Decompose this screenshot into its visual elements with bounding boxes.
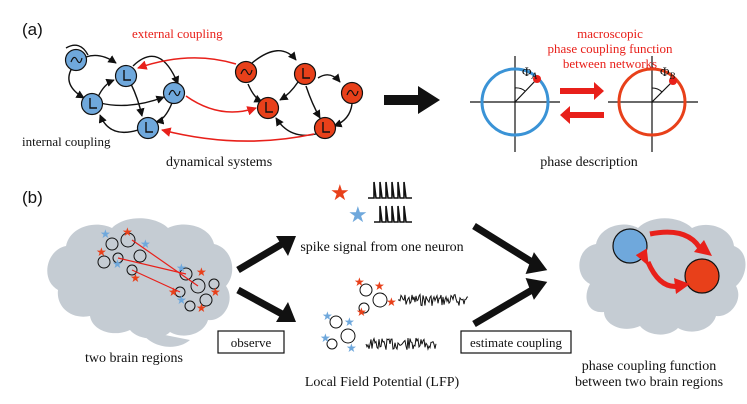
neuron-stars-left: ★★ ★★ ★★ ★★ ★★ ★★ xyxy=(96,225,221,315)
phase-circle-a: ΦA xyxy=(470,56,560,152)
svg-text:★: ★ xyxy=(344,315,355,329)
internal-coupling-label: internal coupling xyxy=(22,134,111,149)
external-coupling-label: external coupling xyxy=(132,26,223,41)
spike-signal-label: spike signal from one neuron xyxy=(300,240,463,255)
observe-box xyxy=(217,330,285,354)
phi-b-symbol: ΦB xyxy=(660,64,676,81)
phase-circle-b: ΦB xyxy=(608,56,698,152)
svg-text:★: ★ xyxy=(320,331,331,345)
external-coupling-arrows xyxy=(137,57,315,142)
result-line1: phase coupling function xyxy=(582,359,717,374)
result-line2: between two brain regions xyxy=(575,375,723,390)
two-brain-regions-label: two brain regions xyxy=(85,351,183,366)
svg-text:★: ★ xyxy=(176,293,187,307)
inter-region-links xyxy=(117,239,199,293)
phase-description-label: phase description xyxy=(540,155,638,170)
reduction-arrow xyxy=(384,86,440,114)
svg-text:★: ★ xyxy=(354,275,365,289)
spike-trains xyxy=(368,181,412,223)
svg-text:★: ★ xyxy=(140,237,151,251)
estimate-coupling-label: estimate coupling xyxy=(470,335,563,350)
lfp-neuron-clusters xyxy=(326,283,388,350)
svg-text:★: ★ xyxy=(356,305,367,319)
lfp-label: Local Field Potential (LFP) xyxy=(305,375,460,390)
svg-text:★: ★ xyxy=(374,279,385,293)
spike-neurons: ★ ★ xyxy=(330,180,368,227)
blue-oscillator-nodes xyxy=(64,48,186,140)
svg-text:★: ★ xyxy=(322,309,333,323)
red-network xyxy=(247,50,353,136)
brain-right xyxy=(579,218,746,335)
svg-text:★: ★ xyxy=(386,295,397,309)
svg-text:★: ★ xyxy=(210,285,221,299)
observe-arrows xyxy=(236,240,284,318)
estimate-arrows xyxy=(472,223,534,328)
neuron-cluster-left xyxy=(97,232,220,312)
estimate-coupling-box xyxy=(460,330,572,354)
svg-text:★: ★ xyxy=(176,261,187,275)
observe-label: observe xyxy=(231,335,272,350)
phase-coupling-arrows xyxy=(560,82,604,124)
panel-a-label: (a) xyxy=(22,20,43,39)
svg-text:★: ★ xyxy=(196,301,207,315)
panel-b-label: (b) xyxy=(22,188,43,207)
phi-a-symbol: ΦA xyxy=(522,64,538,81)
svg-text:★: ★ xyxy=(100,227,111,241)
phase-function-line1: macroscopic xyxy=(577,26,643,41)
dynamical-systems-label: dynamical systems xyxy=(166,155,272,170)
red-oscillator-nodes xyxy=(234,60,364,140)
phase-function-line2: phase coupling function xyxy=(548,41,673,56)
svg-text:★: ★ xyxy=(346,341,357,355)
phase-function-line3: between networks xyxy=(563,56,657,71)
svg-text:★: ★ xyxy=(112,257,123,271)
svg-text:★: ★ xyxy=(168,285,179,299)
svg-text:★: ★ xyxy=(130,271,141,285)
svg-text:★: ★ xyxy=(348,202,368,227)
svg-text:★: ★ xyxy=(330,180,350,205)
svg-text:★: ★ xyxy=(122,225,133,239)
svg-text:★: ★ xyxy=(96,245,107,259)
lfp-stars: ★★ ★★ ★★ ★★ xyxy=(320,275,397,355)
svg-text:★: ★ xyxy=(196,265,207,279)
lfp-traces xyxy=(365,293,469,351)
